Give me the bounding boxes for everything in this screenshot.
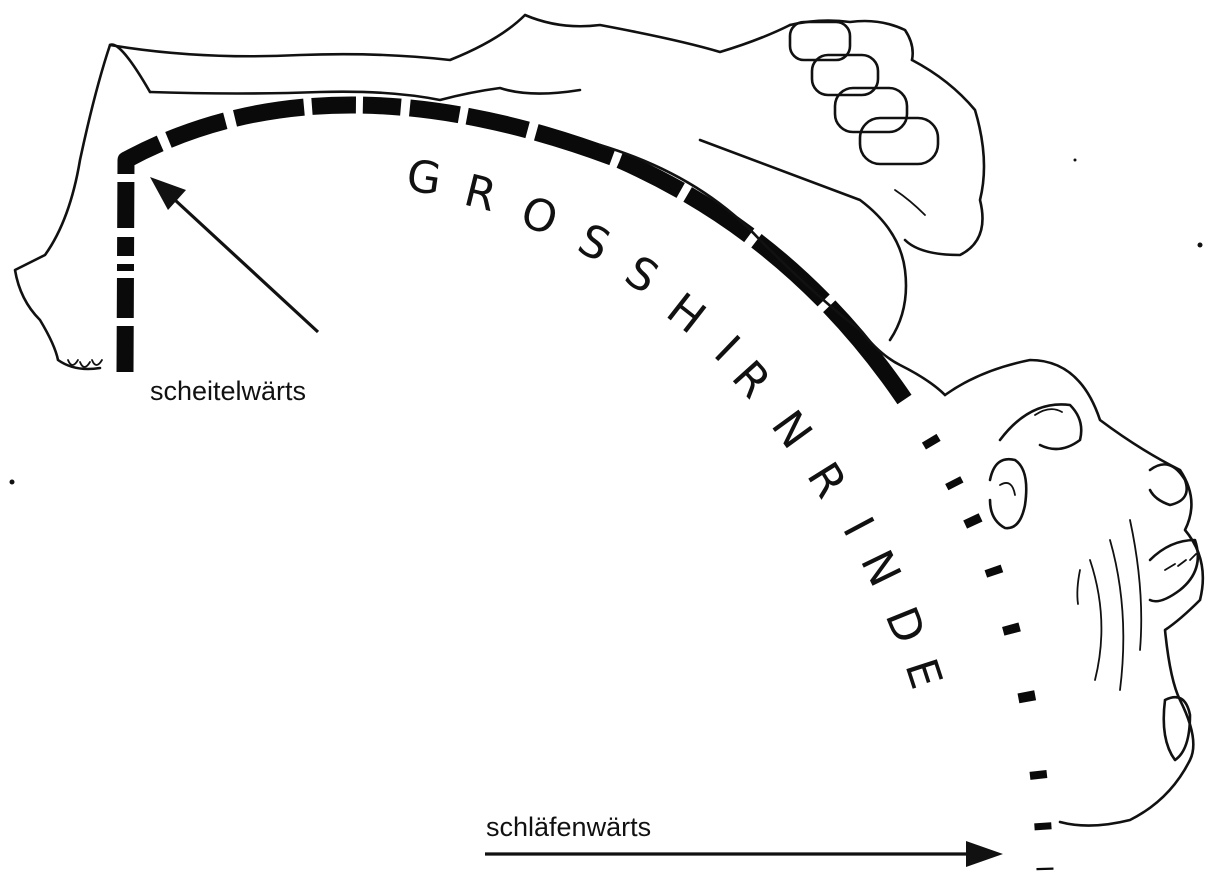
leg-inner xyxy=(110,15,790,60)
speck xyxy=(1074,159,1077,162)
ear xyxy=(990,459,1026,528)
title-letter: N xyxy=(761,401,822,458)
title-letter: G xyxy=(403,150,444,205)
temporal-direction-label: schläfenwärts xyxy=(486,812,651,843)
temporal-arrow xyxy=(485,841,1003,867)
title-letter: N xyxy=(850,542,910,594)
hand xyxy=(700,21,984,340)
title-letter: H xyxy=(657,283,714,344)
vertex-direction-label: scheitelwärts xyxy=(150,376,306,407)
title-letter: I xyxy=(704,326,749,372)
speck xyxy=(1198,243,1203,248)
cortex-band xyxy=(125,105,1045,870)
cortex-title: G R O S S H I R N R I N D E xyxy=(403,150,951,694)
title-letter: R xyxy=(459,165,501,222)
title-letter: D xyxy=(875,600,935,651)
face xyxy=(945,360,1203,826)
title-letter: S xyxy=(616,246,667,304)
speck xyxy=(10,480,15,485)
title-letter: S xyxy=(570,214,617,272)
title-letter: E xyxy=(895,653,952,695)
mouth xyxy=(1150,540,1198,601)
title-letter: R xyxy=(722,351,780,408)
title-letter: R xyxy=(797,454,856,507)
title-letter: I xyxy=(832,509,883,544)
tongue xyxy=(1164,697,1190,760)
vertex-arrow xyxy=(150,177,318,332)
title-letter: O xyxy=(514,186,564,246)
